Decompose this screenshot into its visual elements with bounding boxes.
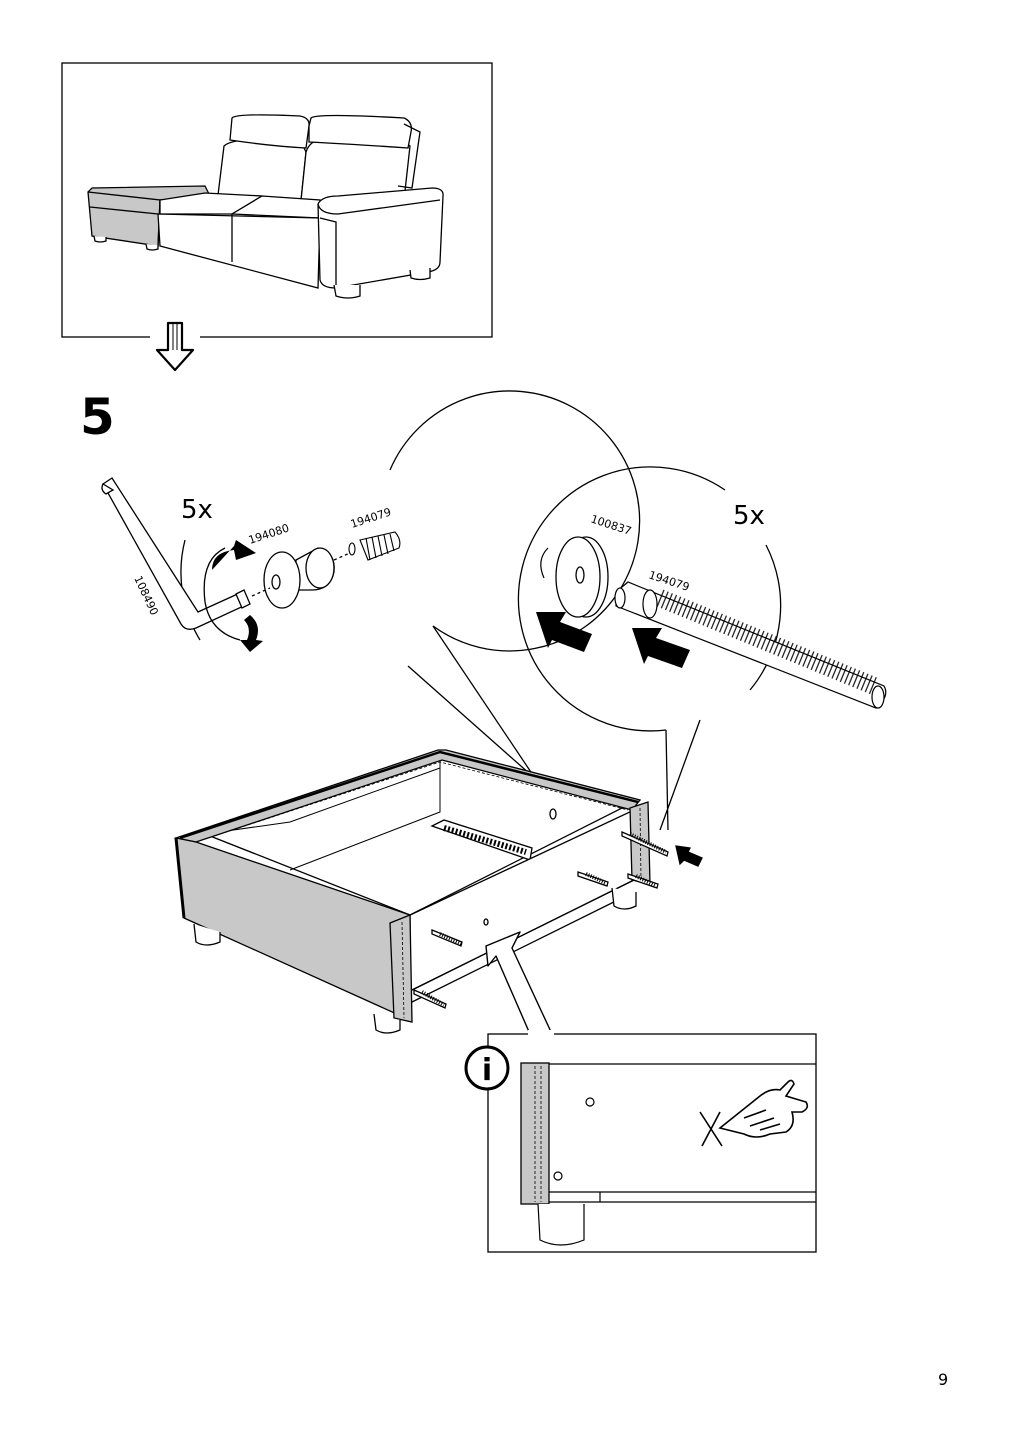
next-step-arrow-icon	[155, 321, 195, 372]
info-panel: i	[464, 931, 817, 1253]
part-number-194080: 194080	[247, 522, 291, 547]
allen-key-icon	[101, 477, 251, 630]
frame-bolts	[413, 831, 669, 1009]
overview-panel	[61, 62, 493, 342]
push-arrow-icon	[536, 612, 690, 668]
sofa-base-frame	[173, 749, 703, 1034]
rotate-arrow-icon	[203, 540, 263, 652]
hole-icon	[540, 547, 549, 579]
callout-right: 5x 100837 194079	[517, 466, 887, 831]
barrel-nut-icon	[251, 547, 353, 609]
right-quantity-label: 5x	[733, 501, 765, 531]
step-number: 5	[80, 388, 115, 446]
washer-icon	[555, 536, 609, 618]
info-icon-label: i	[482, 1053, 492, 1088]
part-number-194079-left: 194079	[349, 506, 393, 531]
info-icon: i	[464, 1045, 510, 1091]
left-quantity-label: 5x	[181, 495, 213, 525]
page-number: 9	[938, 1370, 949, 1389]
threaded-insert-icon	[348, 531, 401, 561]
do-not-touch-icon	[699, 1079, 809, 1147]
part-number-194079-right: 194079	[647, 568, 691, 593]
sofa-illustration	[87, 114, 444, 299]
bolt-icon	[614, 581, 887, 709]
part-number-100837: 100837	[589, 512, 633, 537]
